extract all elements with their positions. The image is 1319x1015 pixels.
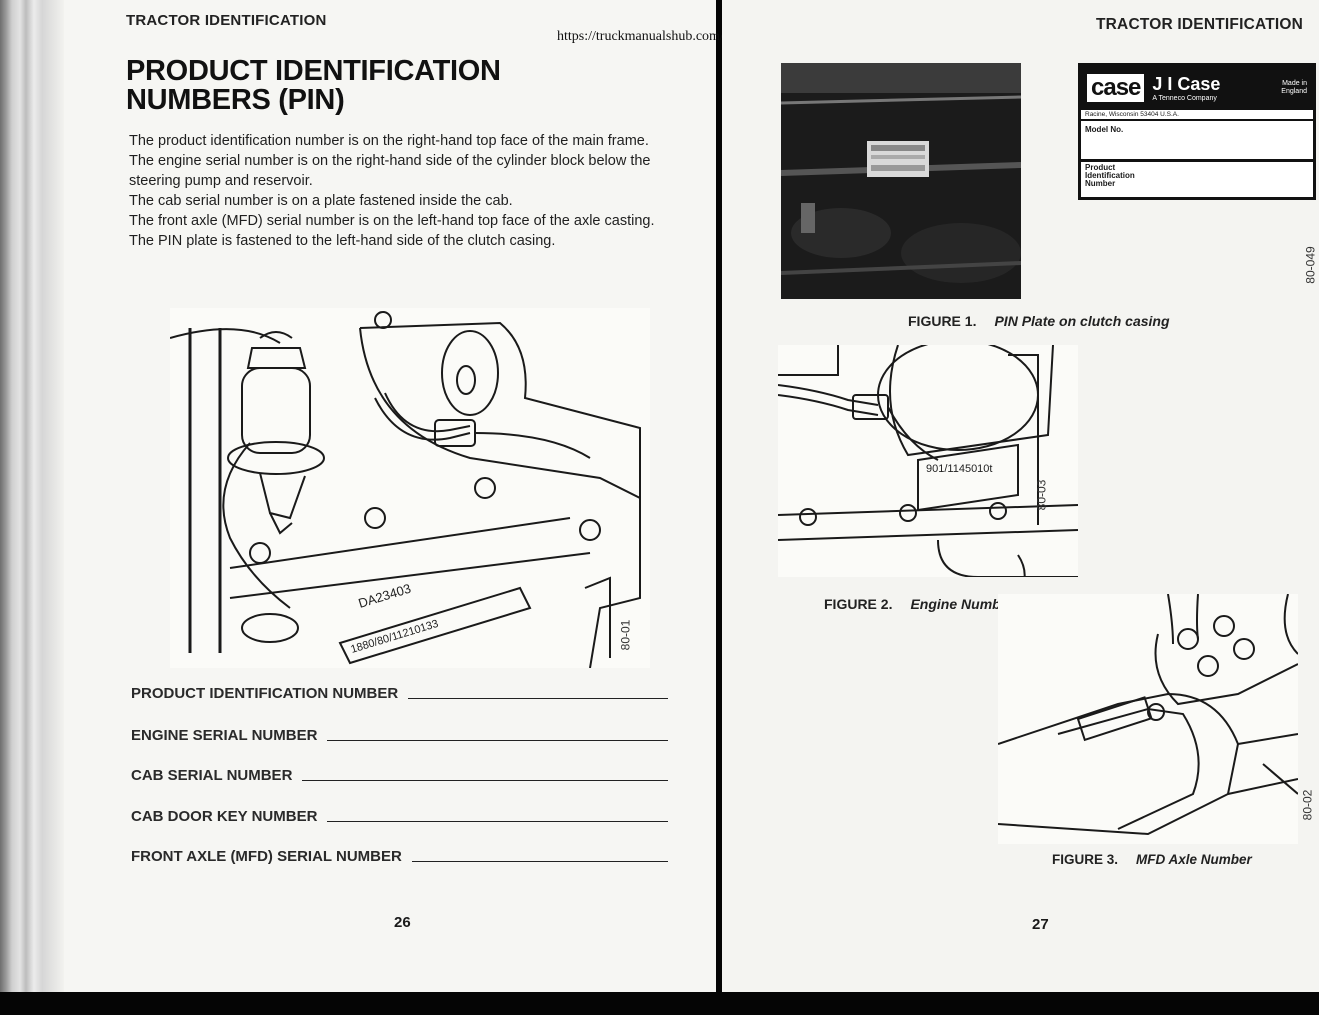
paragraph: The front axle (MFD) serial number is on… — [129, 213, 655, 229]
figure2-code: 80-03 — [1034, 479, 1049, 511]
field-line — [327, 821, 668, 822]
figure3-label: FIGURE 3. — [1052, 852, 1119, 867]
figure2-label: FIGURE 2. — [824, 596, 893, 612]
figure1-photo — [781, 63, 1021, 299]
plate-company: J I Case — [1152, 74, 1221, 94]
running-head-right: TRACTOR IDENTIFICATION — [1096, 16, 1304, 33]
field-line — [411, 861, 668, 862]
intro-text: The product identification number is on … — [129, 131, 669, 251]
right-page: TRACTOR IDENTIFICATION case J I Case A T… — [722, 0, 1319, 992]
field-cab-serial[interactable]: CAB SERIAL NUMBER — [131, 767, 668, 784]
case-logo: case — [1087, 74, 1145, 102]
field-engine-serial[interactable]: ENGINE SERIAL NUMBER — [131, 727, 668, 744]
plate-sub: A Tenneco Company — [1152, 95, 1217, 102]
figure3-caption: FIGURE 3. MFD Axle Number — [1052, 852, 1252, 867]
source-url[interactable]: https://truckmanualshub.com/ — [557, 29, 724, 44]
figure2-stamp: 901/1145010t — [926, 463, 992, 475]
field-label: FRONT AXLE (MFD) SERIAL NUMBER — [131, 848, 402, 865]
figure1-label: FIGURE 1. — [908, 313, 977, 329]
field-cab-door-key[interactable]: CAB DOOR KEY NUMBER — [131, 808, 668, 825]
figure1-caption: FIGURE 1. PIN Plate on clutch casing — [908, 313, 1170, 329]
figure3-code: 80-02 — [1300, 789, 1315, 821]
running-head-left: TRACTOR IDENTIFICATION — [126, 12, 327, 29]
left-page: TRACTOR IDENTIFICATION PRODUCT IDENTIFIC… — [0, 0, 716, 992]
field-label: CAB SERIAL NUMBER — [131, 767, 293, 784]
field-product-id[interactable]: PRODUCT IDENTIFICATION NUMBER — [131, 685, 668, 702]
engine-illustration: DA23403 1880/80/11210133 — [170, 308, 650, 668]
figure2-title: Engine Number — [910, 596, 1014, 612]
title-line-1: PRODUCT IDENTIFICATION — [126, 55, 501, 87]
figure3-illustration — [998, 594, 1298, 844]
figure1-code: 80-049 — [1303, 246, 1318, 284]
field-front-axle-serial[interactable]: FRONT AXLE (MFD) SERIAL NUMBER — [131, 848, 668, 865]
plate-model-label: Model No. — [1081, 121, 1313, 162]
plate-pin-label: Product Identification Number — [1085, 163, 1135, 188]
field-line — [302, 780, 668, 781]
title-line-2: NUMBERS (PIN) — [126, 84, 345, 116]
paragraph: The product identification number is on … — [129, 133, 649, 149]
field-label: PRODUCT IDENTIFICATION NUMBER — [131, 685, 399, 702]
figure-code-left: 80-01 — [618, 619, 633, 651]
pin-plate: case J I Case A Tenneco Company Made in … — [1078, 63, 1316, 200]
page-number-right: 27 — [1032, 916, 1049, 933]
paragraph: The engine serial number is on the right… — [129, 153, 651, 189]
figure2-caption: FIGURE 2. Engine Number — [824, 596, 1014, 612]
figure3-title: MFD Axle Number — [1136, 852, 1252, 867]
page-title: PRODUCT IDENTIFICATION NUMBERS (PIN) — [126, 57, 501, 115]
plate-header: case J I Case A Tenneco Company Made in … — [1081, 66, 1313, 110]
page-number-left: 26 — [394, 914, 411, 931]
paragraph: The PIN plate is fastened to the left-ha… — [129, 233, 556, 249]
figure1-title: PIN Plate on clutch casing — [994, 313, 1170, 329]
paragraph: The cab serial number is on a plate fast… — [129, 193, 513, 209]
plate-made-in: Made in England — [1281, 80, 1307, 95]
figure2-illustration: 901/1145010t — [778, 345, 1078, 577]
plate-address: Racine, Wisconsin 53404 U.S.A. — [1081, 110, 1313, 121]
field-line — [408, 698, 668, 699]
page-edge-stack — [0, 0, 64, 992]
field-label: ENGINE SERIAL NUMBER — [131, 727, 318, 744]
field-label: CAB DOOR KEY NUMBER — [131, 808, 318, 825]
field-line — [327, 740, 668, 741]
